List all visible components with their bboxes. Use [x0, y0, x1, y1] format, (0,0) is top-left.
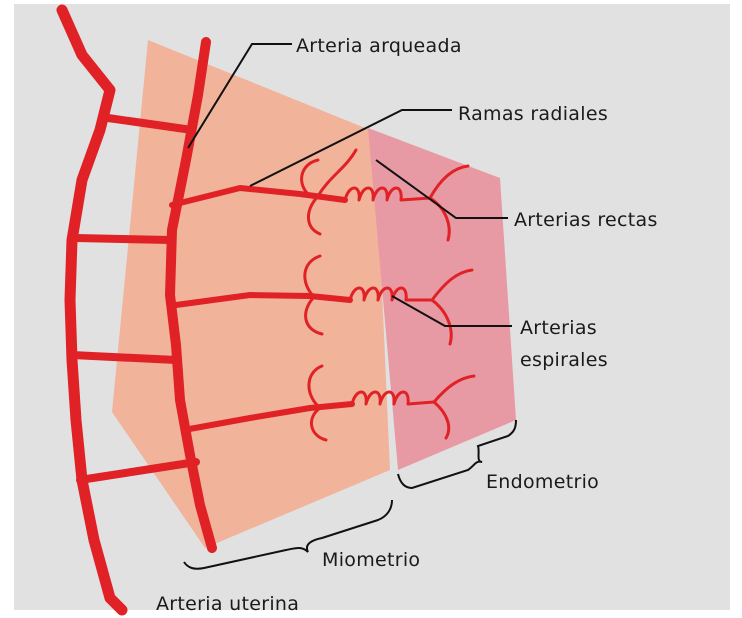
- label-arterias-espirales-line1: Arterias: [520, 317, 597, 339]
- label-arterias-rectas: Arterias rectas: [514, 209, 658, 231]
- label-arteria-arqueada: Arteria arqueada: [296, 35, 462, 57]
- label-endometrio: Endometrio: [486, 471, 599, 493]
- label-arterias-espirales-line2: espirales: [520, 349, 608, 371]
- label-arteria-uterina: Arteria uterina: [156, 593, 299, 615]
- label-ramas-radiales: Ramas radiales: [458, 103, 608, 125]
- label-miometrio: Miometrio: [322, 549, 420, 571]
